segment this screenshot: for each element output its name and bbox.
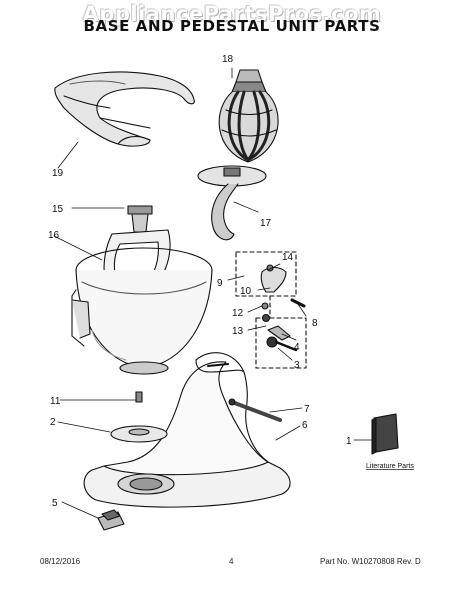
footer-page-number: 4 [229,557,234,566]
footer-part-number: Part No. W10270808 Rev. D [320,557,421,566]
small-parts [260,264,306,352]
bowl-clamp-plate [110,391,168,443]
callout-2: 2 [50,417,56,428]
callout-18: 18 [222,54,234,65]
footer-date: 08/12/2016 [40,557,81,566]
literature-parts-label: Literature Parts [366,463,414,470]
callout-11: 11 [50,396,61,407]
callout-1: 1 [346,436,352,447]
callout-10: 10 [240,286,252,297]
callout-9: 9 [217,278,223,289]
callout-5: 5 [52,498,58,509]
wire-whip [218,69,279,163]
leader-lines [53,67,373,519]
mixer-pedestal [83,352,291,508]
callout-4: 4 [294,342,300,353]
callout-6: 6 [302,420,308,431]
callout-3: 3 [294,360,300,371]
callout-15: 15 [52,204,64,215]
literature-booklet [371,413,399,455]
callout-12: 12 [232,308,244,319]
base-pad [97,509,125,531]
callout-7: 7 [304,404,310,415]
callout-14: 14 [282,252,294,263]
callout-16: 16 [48,230,60,241]
dashed-group-box [235,251,307,369]
dough-hook [197,165,267,241]
callout-13: 13 [232,326,244,337]
callout-17: 17 [260,218,272,229]
watermark: AppliancePartsPros.com [82,2,382,26]
diagram-title: BASE AND PEDESTAL UNIT PARTS [83,17,381,35]
callout-8: 8 [312,318,318,329]
callout-19: 19 [52,168,64,179]
mixing-bowl [71,205,213,375]
pouring-shield [54,71,195,147]
